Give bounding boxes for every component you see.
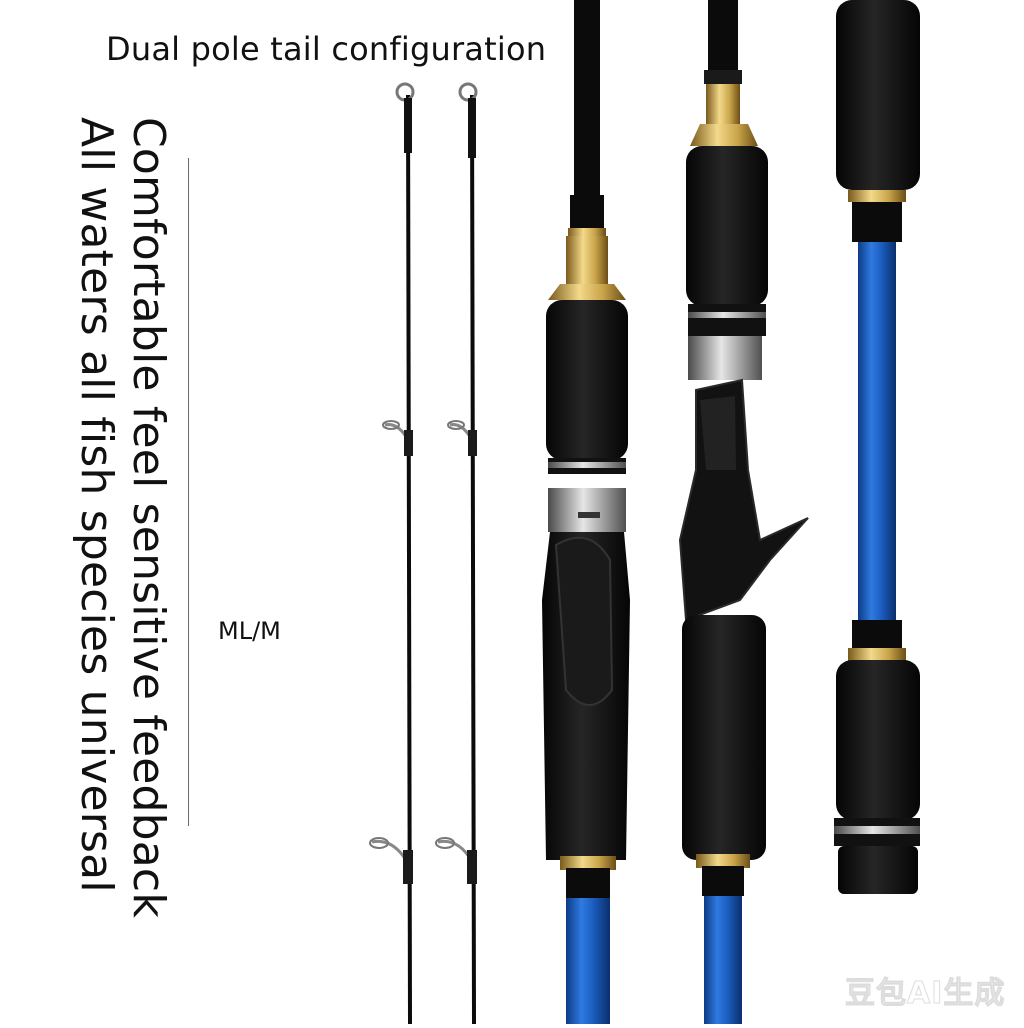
- rod-tip-right: [435, 82, 478, 1025]
- spec-label: ML/M: [218, 617, 281, 645]
- vertical-text-line-2: All waters all fish species universal: [71, 117, 122, 893]
- divider-line: [188, 158, 189, 826]
- casting-rod-handle: [678, 0, 809, 1024]
- spinning-rod-handle: [542, 0, 630, 1024]
- watermark: 豆包AI生成: [844, 976, 1006, 1012]
- heading: Dual pole tail configuration: [106, 30, 547, 68]
- vertical-text-line-1: Comfortable feel sensitive feedback: [123, 117, 174, 918]
- rod-tip-left: [369, 82, 415, 1025]
- blue-blank-rod-handle: [834, 0, 920, 894]
